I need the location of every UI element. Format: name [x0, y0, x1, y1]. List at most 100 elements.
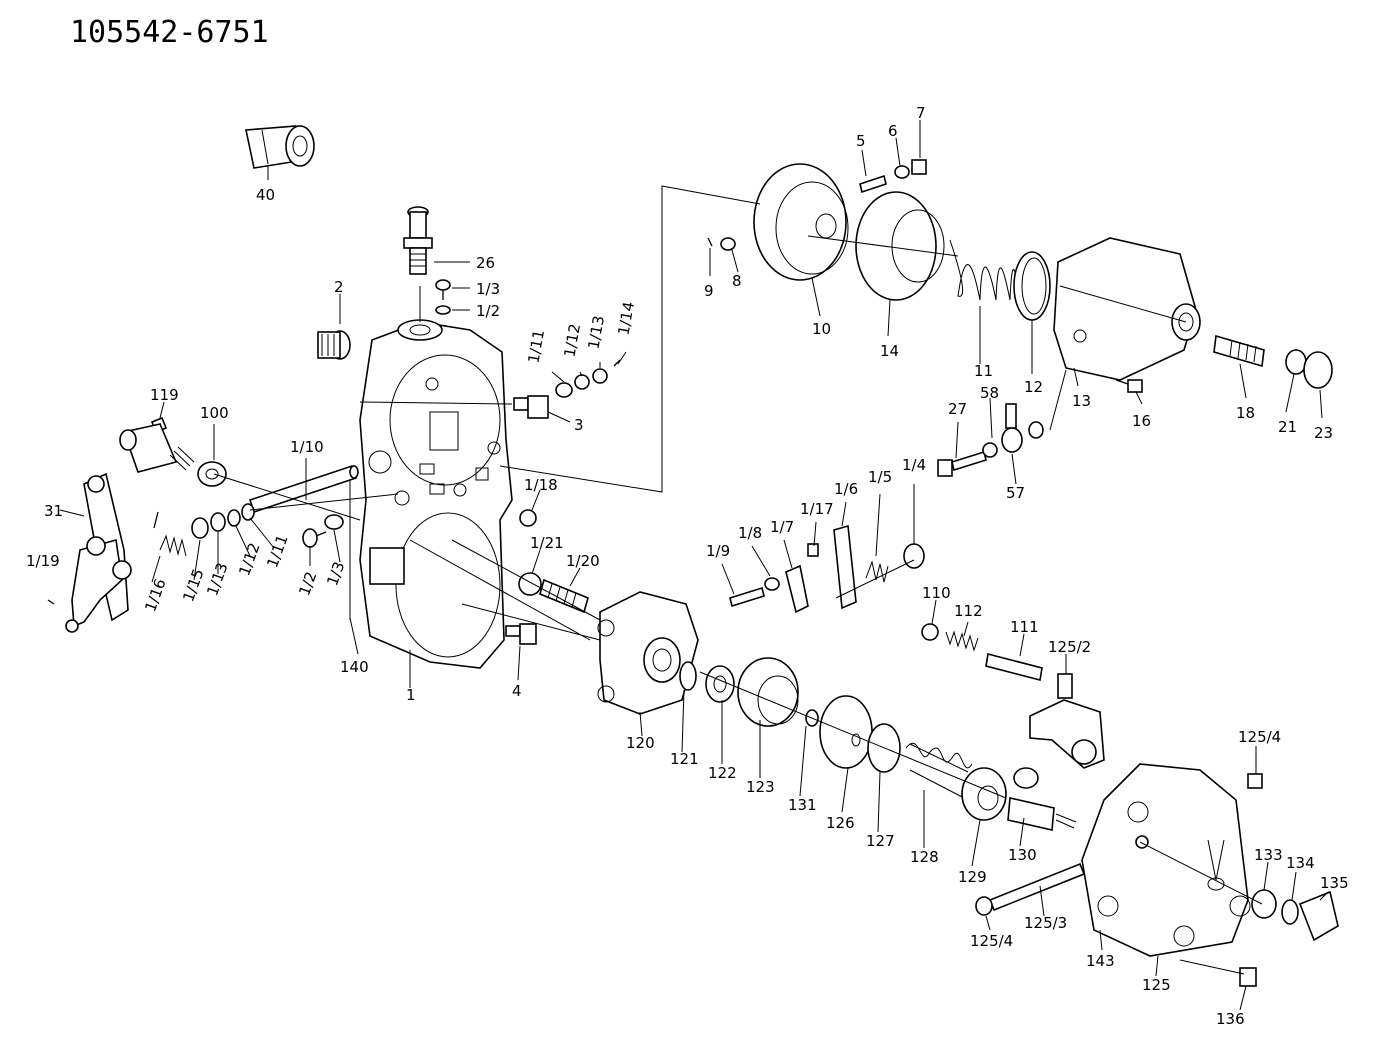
callout-1-14: 1/14: [614, 300, 638, 336]
callout-1-12-top: 1/12: [560, 322, 584, 358]
part-2-plug: [317, 330, 351, 360]
part-31-lever: [47, 472, 132, 633]
callout-13: 13: [1072, 392, 1091, 410]
callout-18: 18: [1236, 404, 1255, 422]
part-40-sleeve-nut: [245, 125, 315, 169]
callout-1-11-top: 1/11: [524, 328, 548, 364]
callout-129: 129: [958, 868, 987, 886]
callout-leaders: [59, 120, 1329, 1011]
part-18-23-adjust-set: [1213, 334, 1333, 389]
callout-21: 21: [1278, 418, 1297, 436]
callout-100: 100: [200, 404, 229, 422]
part-125-3-rod: [975, 773, 1263, 916]
callout-3: 3: [574, 416, 584, 434]
part-1-4-1-9-lever-group: [729, 524, 925, 614]
callout-126: 126: [826, 814, 855, 832]
callout-1-8: 1/8: [738, 524, 762, 542]
part-13-housing-cover: [1053, 237, 1201, 381]
callout-1-20: 1/20: [566, 552, 600, 570]
part-16-screw: [1115, 379, 1143, 393]
callout-1-19: 1/19: [26, 552, 60, 570]
callout-8: 8: [732, 272, 742, 290]
callout-1-12-low: 1/12: [235, 540, 263, 578]
callout-1-3-top: 1/3: [476, 280, 500, 298]
callout-58: 58: [980, 384, 999, 402]
callout-111: 111: [1010, 618, 1039, 636]
part-1-10-rod: [248, 464, 359, 514]
callout-10: 10: [812, 320, 831, 338]
part-26-bolt: [403, 206, 433, 275]
part-drawings: [47, 125, 1339, 987]
callout-112: 112: [954, 602, 983, 620]
callout-11: 11: [974, 362, 993, 380]
callout-123: 123: [746, 778, 775, 796]
callout-31: 31: [44, 502, 63, 520]
part-133-136-fastener-set: [1239, 889, 1339, 987]
callout-1-21: 1/21: [530, 534, 564, 552]
callout-6: 6: [888, 122, 898, 140]
callout-134: 134: [1286, 854, 1315, 872]
callout-26: 26: [476, 254, 495, 272]
callout-7: 7: [916, 104, 926, 122]
part-27-57-banjo-set: [937, 403, 1044, 477]
callout-140: 140: [340, 658, 369, 676]
callout-130: 130: [1008, 846, 1037, 864]
part-14-diaphragm: [855, 191, 945, 301]
callout-110: 110: [922, 584, 951, 602]
callout-1-7: 1/7: [770, 518, 794, 536]
callout-121: 121: [670, 750, 699, 768]
callout-4: 4: [512, 682, 522, 700]
callout-14: 14: [880, 342, 899, 360]
callout-136: 136: [1216, 1010, 1245, 1028]
callout-12: 12: [1024, 378, 1043, 396]
part-10-diaphragm-cover: [707, 163, 849, 281]
callout-1-2-low: 1/2: [295, 569, 320, 598]
callout-1-9: 1/9: [706, 542, 730, 560]
callout-1-13-top: 1/13: [584, 314, 608, 350]
callout-127: 127: [866, 832, 895, 850]
part-121-123-sleeve-set: [679, 657, 819, 727]
callout-1-2-top: 1/2: [476, 302, 500, 320]
callout-1-15: 1/15: [179, 566, 207, 604]
callout-9: 9: [704, 282, 714, 300]
callout-1-5: 1/5: [868, 468, 892, 486]
callout-135: 135: [1320, 874, 1349, 892]
part-1-2-bolt-lower: [302, 514, 344, 548]
callout-5: 5: [856, 132, 866, 150]
callout-1-3-low: 1/3: [323, 559, 348, 588]
part-1-16-spring-set: [153, 503, 255, 557]
part-125-rear-housing: [1081, 763, 1251, 957]
part-120-flyweight: [597, 591, 699, 715]
part-100-shaft-assembly: [119, 416, 227, 487]
callout-143: 143: [1086, 952, 1115, 970]
callout-1-6: 1/6: [834, 480, 858, 498]
callout-27: 27: [948, 400, 967, 418]
callout-128: 128: [910, 848, 939, 866]
callout-16: 16: [1132, 412, 1151, 430]
callout-1-11-low: 1/11: [263, 532, 291, 570]
part-1-3-screw-top: [435, 279, 451, 315]
callout-125-3: 125/3: [1024, 914, 1067, 932]
part-125-2-bracket: [1013, 673, 1105, 789]
callout-125-4-low: 125/4: [970, 932, 1013, 950]
callout-1-18: 1/18: [524, 476, 558, 494]
callout-1-10: 1/10: [290, 438, 324, 456]
callout-125: 125: [1142, 976, 1171, 994]
part-4-bolt: [505, 623, 537, 645]
callout-1-4: 1/4: [902, 456, 926, 474]
part-110-112-pin-set: [921, 623, 1043, 681]
callout-1-17: 1/17: [800, 500, 834, 518]
callout-2: 2: [334, 278, 344, 296]
callout-120: 120: [626, 734, 655, 752]
part-1-20-adjust-screw: [518, 509, 589, 614]
callout-133: 133: [1254, 846, 1283, 864]
callout-1-16: 1/16: [141, 576, 169, 614]
callout-1: 1: [406, 686, 416, 704]
part-3-bolt: [513, 359, 621, 419]
part-5-7-screw-set: [859, 159, 927, 194]
callout-125-2: 125/2: [1048, 638, 1091, 656]
callout-125-4-top: 125/4: [1238, 728, 1281, 746]
callout-40: 40: [256, 186, 275, 204]
callout-57: 57: [1006, 484, 1025, 502]
